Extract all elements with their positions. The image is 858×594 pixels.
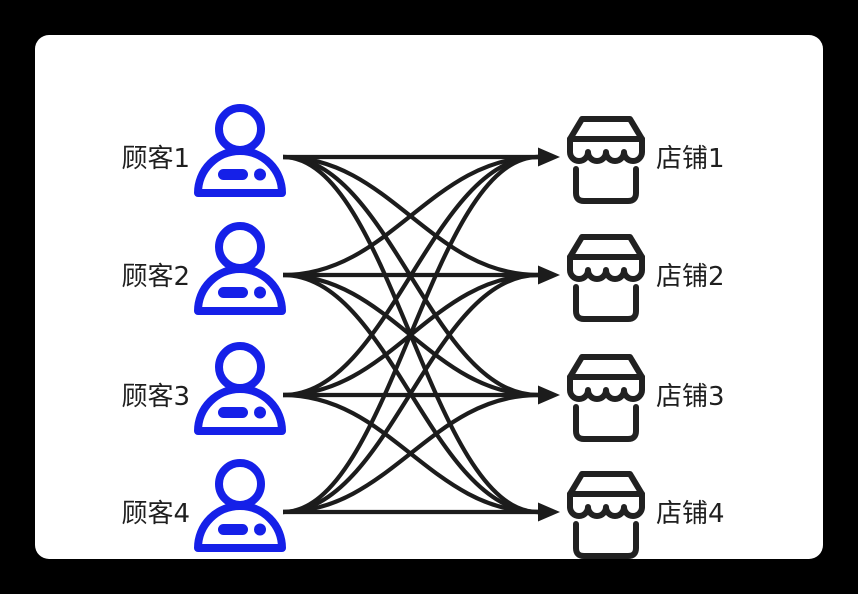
arrowhead-layer [538, 147, 560, 522]
shop-label: 店铺2 [656, 262, 725, 292]
edge-c4-to-s1 [282, 154, 539, 515]
customer-node-1[interactable]: 顾客1 [121, 104, 286, 197]
shop-label: 店铺4 [656, 499, 725, 529]
edge-c3-to-s1 [282, 154, 539, 398]
shop-label: 店铺3 [656, 382, 725, 412]
shop-label: 店铺1 [656, 144, 725, 174]
customer-node-layer: 顾客1 顾客2 顾客3 顾客4 [121, 104, 286, 552]
shop-node-2[interactable]: 店铺2 [567, 234, 725, 322]
edge-layer [282, 154, 539, 515]
shop-icon [567, 116, 645, 204]
shop-node-3[interactable]: 店铺3 [567, 354, 725, 442]
shop-icon [567, 471, 645, 559]
edge-c4-to-s3 [282, 392, 539, 515]
diagram-card: 顾客1 顾客2 顾客3 顾客4 店铺1 店铺2 店铺3 店铺4 [35, 35, 823, 559]
shop-icon [567, 234, 645, 322]
customer-label: 顾客3 [121, 382, 190, 412]
shop-node-1[interactable]: 店铺1 [567, 116, 725, 204]
arrowhead-to-s2 [538, 265, 560, 285]
arrowhead-to-s1 [538, 147, 560, 167]
bipartite-graph-diagram: 顾客1 顾客2 顾客3 顾客4 店铺1 店铺2 店铺3 店铺4 [121, 104, 725, 559]
shop-node-4[interactable]: 店铺4 [567, 471, 725, 559]
shop-icon [567, 354, 645, 442]
shop-node-layer: 店铺1 店铺2 店铺3 店铺4 [567, 116, 725, 559]
customer-label: 顾客2 [121, 262, 190, 292]
customer-icon [194, 459, 286, 552]
customer-label: 顾客4 [121, 499, 190, 529]
edge-c2-to-s1 [282, 154, 539, 278]
edge-c4-to-s2 [282, 272, 539, 515]
customer-label: 顾客1 [121, 144, 190, 174]
customer-node-4[interactable]: 顾客4 [121, 459, 286, 552]
customer-node-3[interactable]: 顾客3 [121, 342, 286, 435]
customer-icon [194, 342, 286, 435]
customer-icon [194, 222, 286, 315]
customer-icon [194, 104, 286, 197]
arrowhead-to-s4 [538, 502, 560, 522]
arrowhead-to-s3 [538, 385, 560, 405]
customer-node-2[interactable]: 顾客2 [121, 222, 286, 315]
